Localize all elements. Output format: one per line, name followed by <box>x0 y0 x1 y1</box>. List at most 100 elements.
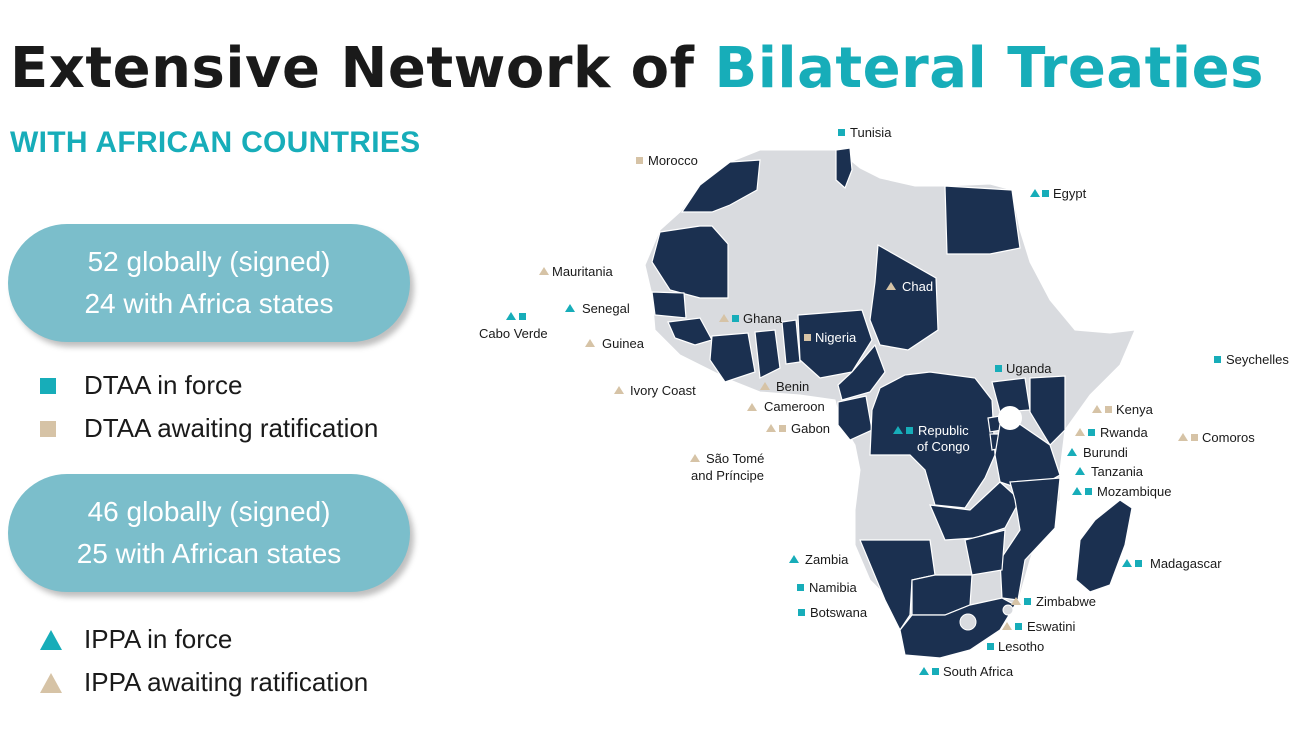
label-cabo-verde: Cabo Verde <box>479 312 548 341</box>
label-text: Tunisia <box>850 125 892 140</box>
legend-label: IPPA awaiting ratification <box>84 667 369 697</box>
country-egypt <box>944 185 1021 255</box>
label-text: Uganda <box>1006 361 1052 376</box>
dtaa-in-force-icon <box>1085 488 1092 495</box>
dtaa-summary-pill: 52 globally (signed) 24 with Africa stat… <box>8 224 410 342</box>
label-mozambique: Mozambique <box>1072 484 1171 499</box>
label-uganda: Uganda <box>995 361 1052 376</box>
legend-label: IPPA in force <box>84 624 233 654</box>
label-zimbabwe: Zimbabwe <box>1011 594 1096 609</box>
ippa-in-force-icon <box>506 312 516 320</box>
label-text: Mozambique <box>1097 484 1171 499</box>
country-gabon <box>837 395 873 441</box>
title-accent: Bilateral Treaties <box>714 36 1264 101</box>
ippa-in-force-icon <box>1067 448 1077 456</box>
ippa-awaiting-icon <box>1075 428 1085 436</box>
label-republic-of-congo: Republic of Congo <box>893 423 970 454</box>
ippa-africa-count: 25 with African states <box>76 538 342 569</box>
label-benin: Benin <box>760 379 809 394</box>
label-botswana: Botswana <box>798 605 868 620</box>
teal-triangle-icon <box>40 629 62 650</box>
dtaa-in-force-icon <box>1088 429 1095 436</box>
label-text: Benin <box>776 379 809 394</box>
country-chad <box>869 244 939 351</box>
country-zimbabwe <box>964 529 1006 576</box>
label-text: Mauritania <box>552 264 613 279</box>
label-text: Morocco <box>648 153 698 168</box>
label-text: Chad <box>902 279 933 294</box>
label-text: São Tomé <box>706 451 764 466</box>
label-text: Namibia <box>809 580 857 595</box>
country-madagascar <box>1075 499 1133 593</box>
dtaa-awaiting-icon <box>636 157 643 164</box>
ippa-awaiting-icon <box>886 282 896 290</box>
ippa-in-force-icon <box>919 667 929 675</box>
country-lesotho <box>959 613 977 631</box>
ippa-global-count: 46 globally (signed) <box>87 496 331 527</box>
label-text: Zimbabwe <box>1036 594 1096 609</box>
label-text: South Africa <box>943 664 1014 679</box>
label-text: Botswana <box>810 605 868 620</box>
country-mozambique <box>999 477 1061 601</box>
dtaa-in-force-icon <box>797 584 804 591</box>
title-main: Extensive Network of <box>10 36 715 101</box>
label-namibia: Namibia <box>797 580 857 595</box>
label-text: Lesotho <box>998 639 1044 654</box>
label-burundi: Burundi <box>1067 445 1128 460</box>
label-text: Guinea <box>602 336 645 351</box>
ippa-in-force-icon <box>893 426 903 434</box>
label-text: Rwanda <box>1100 425 1148 440</box>
legend-dtaa-awaiting: DTAA awaiting ratification <box>40 413 378 444</box>
label-eswatini: Eswatini <box>1002 619 1076 634</box>
beige-square-icon <box>40 420 56 437</box>
country-eswatini <box>1002 604 1014 616</box>
country-mauritania <box>651 225 729 299</box>
label-zambia: Zambia <box>789 552 849 567</box>
label-madagascar: Madagascar <box>1122 556 1222 571</box>
country-guinea <box>667 317 713 346</box>
label-text: Zambia <box>805 552 849 567</box>
label-text: and Príncipe <box>691 468 764 483</box>
lake-victoria <box>998 406 1022 430</box>
dtaa-in-force-icon <box>519 313 526 320</box>
label-text: Eswatini <box>1027 619 1076 634</box>
label-kenya: Kenya <box>1092 402 1154 417</box>
label-ivory-coast: Ivory Coast <box>614 383 696 398</box>
ippa-awaiting-icon <box>760 382 770 390</box>
ippa-in-force-icon <box>565 304 575 312</box>
label-nigeria: Nigeria <box>804 330 857 345</box>
ippa-in-force-icon <box>1122 559 1132 567</box>
label-text: Republic <box>918 423 969 438</box>
ippa-awaiting-icon <box>1011 597 1021 605</box>
label-morocco: Morocco <box>636 153 698 168</box>
country-namibia <box>859 539 936 632</box>
label-text: Seychelles <box>1226 352 1289 367</box>
label-text: Tanzania <box>1091 464 1144 479</box>
country-cameroon <box>837 343 886 401</box>
label-egypt: Egypt <box>1030 186 1087 201</box>
label-ghana: Ghana <box>719 311 783 326</box>
dtaa-awaiting-icon <box>779 425 786 432</box>
label-cameroon: Cameroon <box>747 399 825 414</box>
label-mauritania: Mauritania <box>539 264 613 279</box>
label-sao-tome: São Tomé and Príncipe <box>690 451 764 483</box>
dtaa-africa-count: 24 with Africa states <box>84 288 334 319</box>
country-morocco <box>680 159 761 213</box>
country-ivory-coast <box>709 332 756 383</box>
country-republic-of-congo <box>869 371 996 509</box>
dtaa-in-force-icon <box>932 668 939 675</box>
dtaa-awaiting-icon <box>1105 406 1112 413</box>
dtaa-global-count: 52 globally (signed) <box>87 246 331 277</box>
label-text: Cabo Verde <box>479 326 548 341</box>
ippa-in-force-icon <box>1030 189 1040 197</box>
ippa-awaiting-icon <box>585 339 595 347</box>
label-guinea: Guinea <box>585 336 645 351</box>
legend-dtaa-in-force: DTAA in force <box>40 370 242 401</box>
dtaa-in-force-icon <box>1135 560 1142 567</box>
label-text: Gabon <box>791 421 830 436</box>
dtaa-in-force-icon <box>995 365 1002 372</box>
label-tanzania: Tanzania <box>1075 464 1144 479</box>
teal-square-icon <box>40 377 56 394</box>
label-text: Kenya <box>1116 402 1154 417</box>
